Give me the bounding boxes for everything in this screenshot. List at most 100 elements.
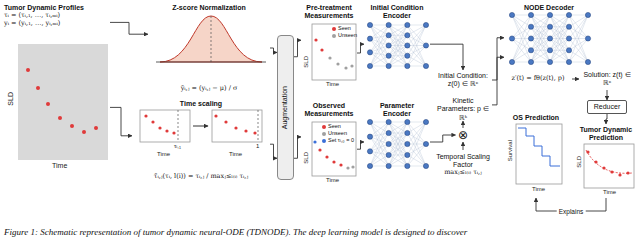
network-link <box>389 56 408 66</box>
network-link <box>389 122 408 155</box>
network-link <box>370 56 389 66</box>
network-link <box>550 15 569 50</box>
node-title: Pre-treatment Measurements <box>303 4 355 20</box>
network-link <box>512 27 531 62</box>
network-link <box>407 155 426 166</box>
node-formula: τ̃ᵢ,ⱼ(τᵢ, l(i)) = τᵢ,ⱼ / maxⱼ≤ₗ₍ᵢ₎ τᵢ,ⱼ <box>154 173 248 180</box>
network-neuron <box>405 130 410 135</box>
network-link <box>531 15 550 27</box>
network-neuron <box>405 141 410 146</box>
network-link <box>569 39 588 51</box>
data-point <box>318 148 321 151</box>
flow-arrow <box>492 57 504 105</box>
axis-label: Time <box>229 151 242 158</box>
neural-network <box>367 22 428 68</box>
data-point <box>336 62 339 65</box>
node-title: Augmentation <box>281 86 289 129</box>
network-link <box>512 15 531 27</box>
network-link <box>407 144 426 155</box>
legend-text: Seen <box>328 124 341 130</box>
network-link <box>531 15 550 50</box>
network-link <box>531 27 550 62</box>
network-link <box>407 25 426 56</box>
network-neuron <box>405 163 410 168</box>
data-point <box>94 126 98 130</box>
data-point <box>165 129 168 132</box>
survival-curve <box>518 128 560 166</box>
network-neuron <box>386 119 391 124</box>
legend-swatch <box>332 34 336 38</box>
legend-text: Seen <box>338 26 351 32</box>
multiply-symbol: ⊗ <box>456 128 471 142</box>
node-title: Reducer <box>594 103 620 111</box>
network-neuron <box>423 141 428 146</box>
node-formula: ỹᵢ,ⱼ = (yᵢ,ⱼ − μ) / σ <box>181 85 238 92</box>
data-point <box>214 114 217 117</box>
encoder-panel: Parameter Encoder <box>364 100 430 170</box>
network-neuron <box>528 12 533 17</box>
network-neuron <box>528 36 533 41</box>
flow-arrow <box>430 44 463 70</box>
flow-arrow <box>294 137 301 158</box>
network-neuron <box>547 48 552 53</box>
legend-swatch <box>322 125 326 129</box>
latent-label: Initial Condition: z(0) ∈ ℝᶜ <box>434 70 492 90</box>
node-title: Solution: z(t) ∈ ℝᶜ <box>581 71 633 87</box>
network-neuron <box>367 50 372 55</box>
network-link <box>512 50 531 62</box>
network-link <box>550 15 569 27</box>
network-link <box>550 15 569 27</box>
data-point <box>346 166 349 169</box>
network-link <box>407 25 426 35</box>
flow-arrow <box>294 40 301 57</box>
latent-label: Kinetic Parameters: p ∈ ℝᵏ <box>434 98 492 121</box>
reducer-box: Reducer <box>587 100 627 114</box>
data-point <box>351 165 354 168</box>
network-link <box>569 15 588 50</box>
network-link <box>370 155 389 166</box>
network-link <box>512 27 531 39</box>
network-link <box>370 133 389 137</box>
network-neuron <box>509 36 514 41</box>
data-point <box>234 126 237 129</box>
network-link <box>550 50 569 62</box>
network-neuron <box>386 163 391 168</box>
legend-item: Seen <box>332 26 351 32</box>
network-link <box>407 122 426 155</box>
network-neuron <box>547 24 552 29</box>
tick-label: 1 <box>256 143 259 150</box>
data-point <box>224 120 227 123</box>
legend-swatch <box>322 139 326 143</box>
node-title: Temporal Scaling Factor <box>436 153 490 169</box>
network-neuron <box>528 24 533 29</box>
network-link <box>370 52 389 66</box>
network-link <box>370 122 389 137</box>
network-link <box>531 50 550 62</box>
network-neuron <box>528 59 533 64</box>
data-point <box>325 155 328 158</box>
neural-network <box>509 12 590 64</box>
network-neuron <box>386 152 391 157</box>
data-point <box>320 48 323 51</box>
network-link <box>370 25 389 35</box>
axis-label: Time <box>326 177 339 184</box>
network-link <box>370 25 389 39</box>
plot-area <box>312 122 356 176</box>
node-formula: maxⱼ≤ₗ₍ᵢ₎ τᵢ,ⱼ <box>444 169 482 176</box>
plot-area <box>212 110 262 142</box>
axis-label: Time <box>52 162 67 170</box>
data-point <box>332 160 335 163</box>
network-link <box>370 151 389 155</box>
flow-arrow <box>606 114 607 124</box>
data-point <box>328 56 331 59</box>
legend-text: Unseen <box>328 131 347 137</box>
data-point <box>158 126 161 129</box>
axis-label: SLD <box>303 152 310 164</box>
network-neuron <box>566 12 571 17</box>
network-link <box>389 122 408 133</box>
node-title: ⊗ <box>458 129 468 141</box>
data-point <box>313 140 316 143</box>
data-point <box>172 131 175 134</box>
network-neuron <box>386 43 391 48</box>
scaling-label: Temporal Scaling Factormaxⱼ≤ₗ₍ᵢ₎ τᵢ,ⱼ <box>434 150 492 180</box>
